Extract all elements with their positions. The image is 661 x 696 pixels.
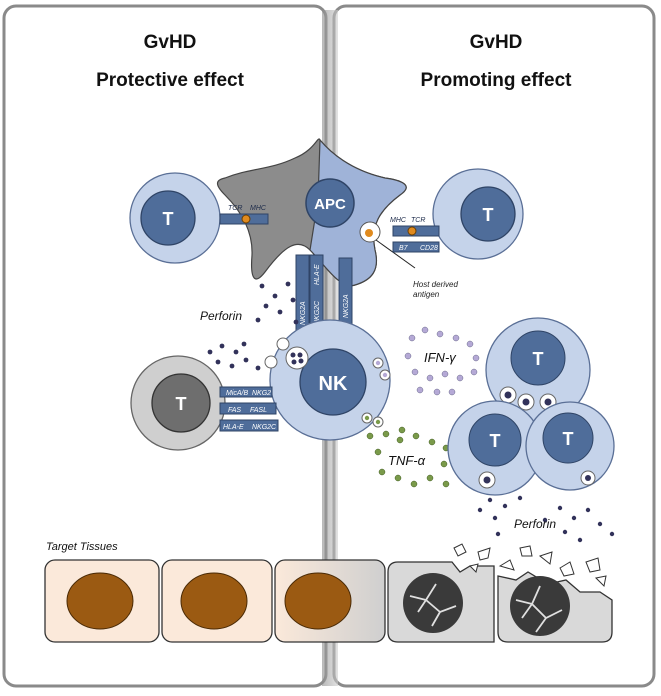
right-heading-gvhd: GvHD [470,32,523,53]
cd28-label: CD28 [420,245,438,252]
host-antigen-label-2: antigen [413,290,440,299]
t-cell-right-top: T [432,168,524,260]
cracked-nucleus-icon-2 [510,576,570,636]
t-cell-left-bottom: T [130,355,226,451]
nk-label: NK [319,373,348,395]
tnf-alpha-label: TNF-α [388,453,426,468]
left-heading-effect: Protective effect [96,70,245,91]
apc-cell: APC [216,138,416,287]
t-label-cluster-top: T [533,349,544,369]
t-cell-left-top: T [129,172,221,264]
fasl-label: FASL [250,407,267,414]
perforin-label-right: Perforin [514,517,556,531]
nkg2a-vertical: NKG2A [300,301,307,325]
nkg2d-label: NKG2 [252,390,271,397]
apc-nucleus [305,178,355,228]
ifn-gamma-cytokines [404,326,480,396]
target-tissue-row [44,559,613,643]
fas-label: FAS [228,407,241,414]
target-tissues-label: Target Tissues [46,541,118,553]
hla-e-vertical: HLA-E [314,264,321,285]
left-heading-gvhd: GvHD [144,32,197,53]
tcr-mhc-right: MHC TCR B7 CD28 [390,217,440,253]
nkg2c-vertical: NKG2C [314,300,321,325]
t-label-left-bottom: T [176,394,187,414]
t-label-cluster-left: T [490,431,501,451]
perforin-granules-right [477,495,615,543]
t-label-right-top: T [483,205,494,225]
tcr-mhc-left: TCR MHC [219,205,269,225]
t-label-left-top: T [163,209,174,229]
nk-cell: NK [264,319,391,441]
nk-t-receptors: MicA/B NKG2 FAS FASL HLA-E NKG2C [219,386,279,432]
host-antigen-label-1: Host derived [413,280,458,289]
perforin-granules-left [199,281,299,371]
hla-e-label: HLA-E [223,424,244,431]
perforin-label-left: Perforin [200,309,242,323]
ifn-gamma-label: IFN-γ [424,350,457,365]
mica-b-label: MicA/B [226,390,249,397]
apc-label: APC [314,196,346,213]
t-label-cluster-right: T [563,429,574,449]
tnf-alpha-cytokines [366,426,450,488]
b7-label: B7 [399,245,409,252]
nkg2a-vertical-right: NKG2A [343,294,350,318]
nkg2c-label: NKG2C [252,424,277,431]
right-heading-effect: Promoting effect [421,70,573,91]
tissue-fragment-icon [453,543,607,588]
tcr-label-right: TCR [411,217,425,224]
mhc-label-left: MHC [250,205,267,212]
t-cell-cluster: T T T [447,317,615,496]
mhc-label-right: MHC [390,217,407,224]
cracked-nucleus-icon [403,573,463,633]
tcr-label-left: TCR [228,205,242,212]
